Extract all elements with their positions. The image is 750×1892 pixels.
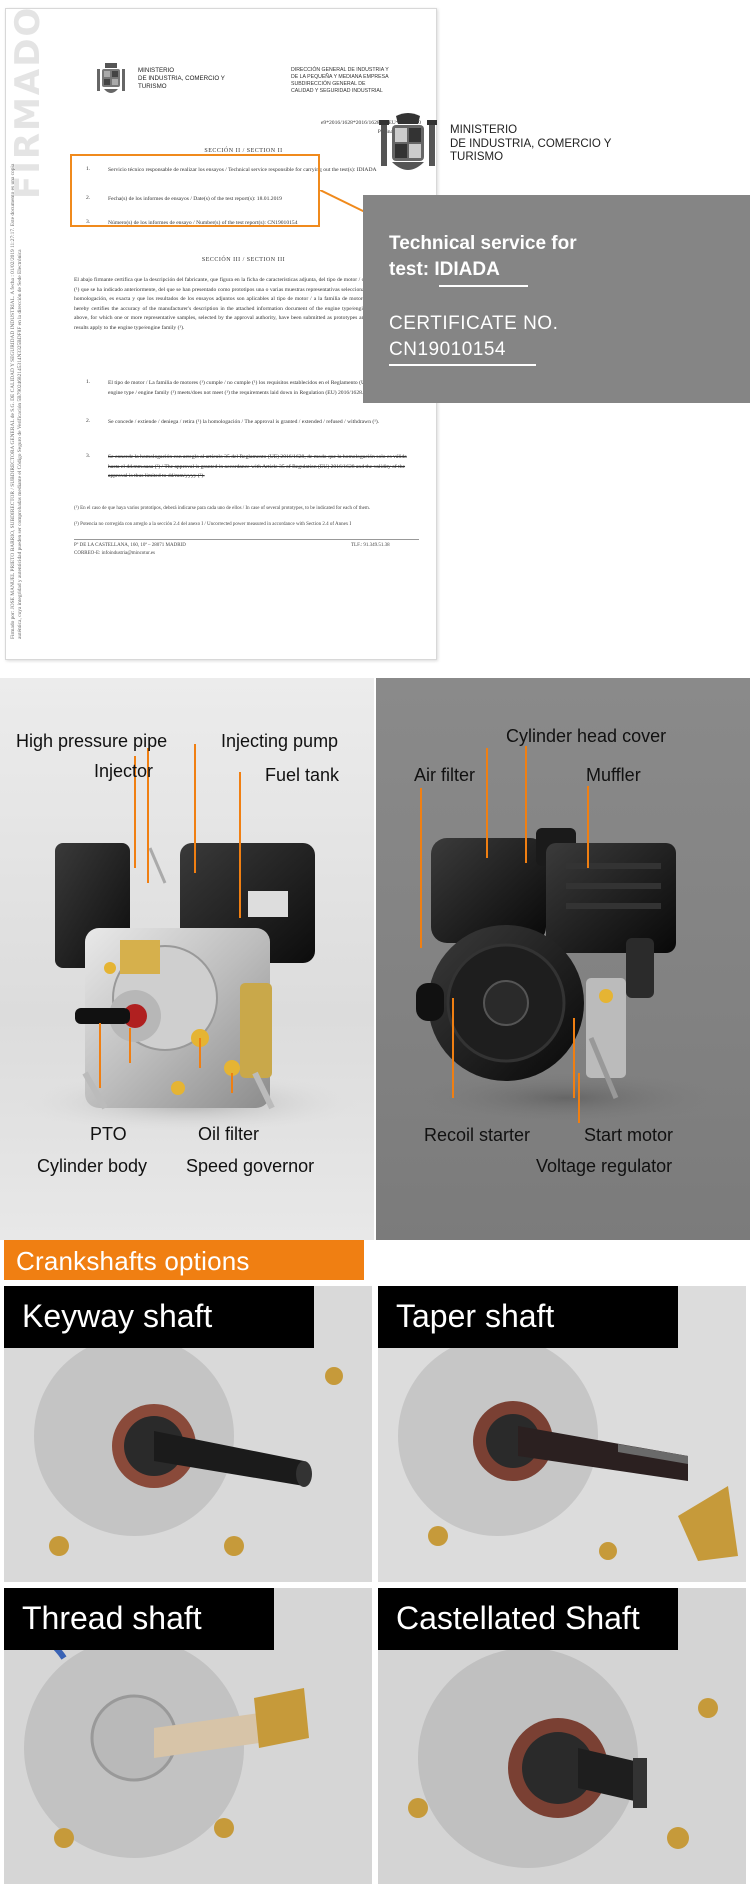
doc-signature-sidebar: Firmado por: JOSE MANUEL PRIETO BARRIO, … — [10, 163, 23, 639]
taper-shaft-image — [378, 1286, 746, 1582]
shaft-option-keyway: Keyway shaft — [4, 1286, 372, 1582]
label-start-motor: Start motor — [584, 1125, 674, 1145]
sec2-item-num: 2. — [86, 195, 91, 201]
shaft-label: Taper shaft — [396, 1298, 555, 1334]
sec2-item-text: Número(s) de los informes de ensayo / Nu… — [108, 220, 298, 226]
crankshaft-title-tab: Crankshafts options — [4, 1240, 364, 1280]
sec3-item-text: Se concede la homologación con arreglo a… — [108, 454, 407, 479]
sec3-item-num: 3. — [86, 453, 91, 459]
doc-header: MINISTERIO DE INDUSTRIA, COMERCIO Y TURI… — [66, 61, 421, 101]
underline — [439, 285, 528, 287]
crankshaft-title: Crankshafts options — [16, 1246, 250, 1276]
doc-approval-number: e9*2016/1628*2016/1628EC/EU*12190*00 — [320, 120, 421, 126]
label-high-pressure-pipe: High pressure pipe — [16, 731, 168, 751]
tech-service-label: Technical service for — [389, 233, 577, 254]
sec3-item-num: 1. — [86, 379, 91, 385]
shaft-label: Keyway shaft — [22, 1298, 213, 1334]
spanish-crest-icon — [379, 113, 437, 170]
certificate-info-panel: Technical service for test: IDIADA CERTI… — [363, 195, 750, 403]
label-pto: PTO — [90, 1124, 127, 1144]
doc-address: Pº DE LA CASTELLANA, 160, 10ª – 28071 MA… — [74, 543, 186, 548]
shaft-label-box: Taper shaft — [378, 1286, 678, 1348]
sec2-item-num: 3. — [86, 219, 91, 225]
crankshaft-options-section: Crankshafts options Keyway shaft — [0, 1240, 750, 1892]
underline — [389, 364, 536, 366]
sec3-item-num: 2. — [86, 418, 91, 424]
label-cylinder-body: Cylinder body — [37, 1156, 148, 1176]
label-speed-governor: Speed governor — [186, 1156, 315, 1176]
engine-parts-section: High pressure pipe Injector Injecting pu… — [0, 678, 750, 1240]
section3-paragraph: El abajo firmante certifica que la descr… — [74, 277, 416, 331]
doc-direction-name: DIRECCIÓN GENERAL DE INDUSTRIA Y DE LA P… — [291, 67, 389, 94]
sec2-item-num: 1. — [86, 166, 91, 172]
doc-email: CORREO-E: infoindustria@mincotur.es — [74, 551, 155, 556]
sec3-item-text: El tipo de motor / La familia de motores… — [108, 380, 409, 396]
highlight-box — [70, 154, 320, 227]
certificate-number-value: CN19010154 — [389, 339, 506, 360]
shaft-label-box: Castellated Shaft — [378, 1588, 678, 1650]
sec3-item-text: Se concede / extiende / deniega / retira… — [108, 419, 380, 425]
label-air-filter: Air filter — [414, 765, 476, 785]
shaft-option-castellated: Castellated Shaft — [378, 1588, 746, 1884]
certificate-section: FIRMADO Firmado por: JOSE MANUEL PRIETO … — [0, 0, 750, 670]
certificate-number-label: CERTIFICATE NO. — [389, 313, 559, 334]
doc-ministry-name: MINISTERIO DE INDUSTRIA, COMERCIO Y TURI… — [138, 67, 225, 90]
connector-line — [320, 190, 366, 213]
diesel-engine-front-image — [20, 744, 360, 1133]
ministry-logo: MINISTERIO DE INDUSTRIA, COMERCIO Y TURI… — [378, 112, 708, 182]
shaft-label: Castellated Shaft — [396, 1600, 640, 1636]
doc-footnote: (²) Potencia no corregida con arreglo a … — [74, 522, 352, 527]
shaft-option-thread: Thread shaft — [4, 1588, 372, 1884]
label-recoil-starter: Recoil starter — [424, 1125, 531, 1145]
spanish-crest-icon — [97, 63, 125, 93]
doc-body: MINISTERIO DE INDUSTRIA, COMERCIO Y TURI… — [66, 61, 421, 556]
doc-footnote: (¹) En el caso de que haya varios protot… — [74, 506, 370, 511]
label-oil-filter: Oil filter — [198, 1124, 260, 1144]
engine-rear-view: Cylinder head cover Air filter Muffler R… — [376, 678, 750, 1240]
label-injector: Injector — [94, 761, 154, 781]
shaft-label: Thread shaft — [22, 1600, 202, 1636]
label-fuel-tank: Fuel tank — [265, 765, 340, 785]
engine-front-view: High pressure pipe Injector Injecting pu… — [0, 678, 374, 1240]
label-voltage-regulator: Voltage regulator — [536, 1156, 673, 1176]
tech-service-value: test: IDIADA — [389, 259, 500, 280]
ministry-name: MINISTERIO DE INDUSTRIA, COMERCIO Y TURI… — [450, 124, 612, 163]
shaft-label-box: Keyway shaft — [4, 1286, 314, 1348]
sec2-item-text: Fecha(s) de los informes de ensayos / Da… — [108, 196, 282, 202]
section3-title: SECCIÓN III / SECTION III — [201, 257, 286, 263]
sec2-item-text: Servicio técnico responsable de realizar… — [108, 167, 377, 173]
doc-footer-divider — [74, 539, 419, 540]
shaft-label-box: Thread shaft — [4, 1588, 274, 1650]
doc-phone: TLF.: 91.349.51.38 — [351, 543, 390, 548]
shaft-option-taper: Taper shaft — [378, 1286, 746, 1582]
label-injecting-pump: Injecting pump — [221, 731, 339, 751]
label-muffler: Muffler — [586, 765, 641, 785]
section2-title: SECCIÓN II / SECTION II — [204, 148, 283, 154]
diesel-engine-rear-image — [406, 746, 726, 1126]
label-cylinder-head-cover: Cylinder head cover — [506, 726, 667, 746]
